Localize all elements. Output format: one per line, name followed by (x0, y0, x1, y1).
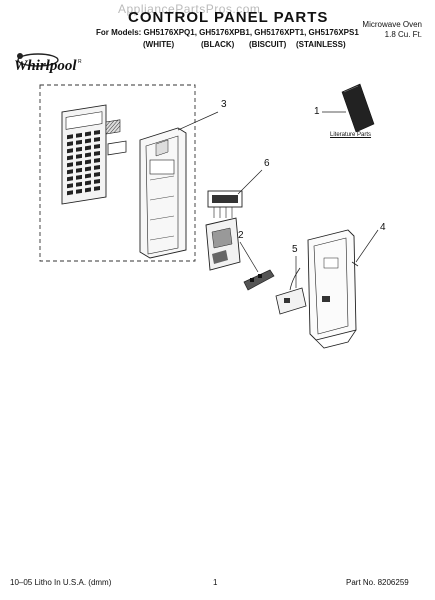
color-biscuit: (BISCUIT) (249, 40, 287, 49)
registered-mark: R (78, 59, 82, 65)
mounting-bracket (307, 229, 359, 349)
callout-2: 2 (238, 230, 244, 241)
literature-booklet (341, 83, 375, 133)
keypad-membrane (61, 104, 107, 205)
color-white: (WHITE) (143, 40, 175, 49)
callout-3: 3 (221, 99, 227, 110)
product-description: Microwave Oven 1.8 Cu. Ft. (360, 20, 422, 40)
leader-2 (239, 241, 259, 273)
control-board (205, 217, 241, 271)
leader-3 (177, 111, 219, 131)
leader-6 (237, 169, 263, 195)
whirlpool-brand: Whirlpool (14, 58, 77, 74)
footer-page-number: 1 (213, 578, 218, 587)
assembly-dashed-box (39, 84, 196, 262)
color-black: (BLACK) (201, 40, 235, 49)
leader-4 (355, 229, 379, 263)
hatched-label (105, 119, 121, 135)
callout-5: 5 (292, 244, 298, 255)
wire-harness-plate (275, 267, 307, 315)
callout-6: 6 (264, 158, 270, 169)
models-line: For Models: GH5176XPQ1, GH5176XPB1, GH51… (96, 28, 359, 37)
footer-part-number: Part No. 8206259 (346, 578, 409, 587)
product-line-2: 1.8 Cu. Ft. (384, 30, 422, 39)
control-panel-housing (139, 127, 187, 259)
footer-litho: 10–05 Litho In U.S.A. (dmm) (10, 578, 112, 587)
display-module (207, 190, 243, 218)
window-plate (107, 140, 127, 156)
callout-1: 1 (314, 106, 320, 117)
callout-4: 4 (380, 222, 386, 233)
product-line-1: Microwave Oven (362, 20, 422, 29)
page-title: CONTROL PANEL PARTS (128, 9, 329, 26)
literature-label: Literature Parts (330, 132, 372, 138)
whirlpool-logo-icon (17, 53, 59, 67)
color-stainless: (STAINLESS) (296, 40, 346, 49)
watermark: AppliancePartsPros.com (118, 2, 261, 16)
switch-bracket (243, 269, 275, 291)
